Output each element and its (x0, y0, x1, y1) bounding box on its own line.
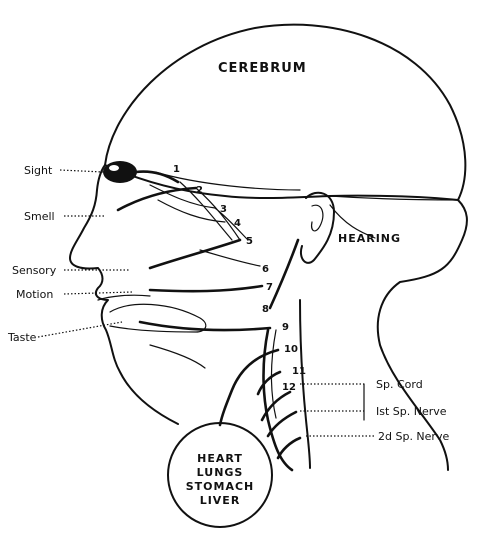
nerve-number-7: 7 (266, 282, 273, 293)
nerve-number-3: 3 (220, 204, 227, 215)
organ-liver: LIVER (200, 494, 241, 507)
spinal-nerve-1 (266, 410, 298, 438)
organs-circle (167, 422, 273, 528)
smell-label: Smell (24, 210, 55, 223)
nerve-number-12: 12 (282, 382, 296, 393)
ear-inner (311, 204, 324, 232)
motion-leader (63, 291, 133, 295)
mouth-line (97, 294, 151, 301)
organ-lungs: LUNGS (197, 466, 244, 479)
nerve-number-6: 6 (262, 264, 269, 275)
back-of-head-outline (376, 199, 468, 471)
eye-highlight (109, 165, 119, 171)
nerve-7 (148, 284, 264, 293)
spinal-nerve-2 (276, 436, 302, 460)
nerve-9 (138, 320, 272, 332)
skull-base-line (329, 195, 459, 201)
nerve-11 (256, 370, 282, 396)
nerve-8 (268, 238, 300, 310)
nerve-10 (218, 348, 280, 427)
nerve-number-5: 5 (246, 236, 253, 247)
nerve-number-9: 9 (282, 322, 289, 333)
nerve-5 (148, 238, 242, 270)
front-neck-outline (299, 299, 311, 469)
nerve-12 (260, 390, 292, 422)
nerve-2 (116, 186, 198, 212)
nerve-number-11: 11 (292, 366, 306, 377)
head-profile-outline (69, 164, 179, 425)
eye-icon (103, 161, 137, 183)
nerve-number-8: 8 (262, 304, 269, 315)
second-sp-nerve-label: 2d Sp. Nerve (378, 430, 449, 443)
nerve-number-2: 2 (196, 185, 203, 196)
nerve-6 (199, 249, 261, 267)
organ-heart: HEART (197, 452, 243, 465)
nerve-1 (134, 170, 180, 184)
brain-base-line (154, 171, 301, 191)
organ-stomach: STOMACH (186, 480, 255, 493)
cerebrum-outline (104, 23, 467, 201)
nerve-number-10: 10 (284, 344, 298, 355)
sight-leader (59, 169, 104, 173)
taste-label: Taste (7, 331, 37, 344)
nerve-3 (149, 184, 216, 209)
tongue-outline (109, 303, 207, 333)
nerve-number-1: 1 (173, 164, 180, 175)
brain-fibres (179, 181, 249, 241)
motion-label: Motion (16, 288, 53, 301)
nerve-4 (157, 199, 226, 223)
hearing-label: HEARING (338, 232, 401, 245)
ear-outline (300, 191, 335, 264)
first-sp-nerve-label: Ist Sp. Nerve (376, 405, 447, 418)
taste-leader (37, 321, 123, 338)
nerve-number-4: 4 (234, 218, 241, 229)
sensory-label: Sensory (12, 264, 57, 277)
throat-line (149, 344, 206, 369)
cerebrum-label: CEREBRUM (218, 61, 307, 76)
sp-cord-label: Sp. Cord (376, 378, 423, 391)
sight-label: Sight (24, 164, 53, 177)
